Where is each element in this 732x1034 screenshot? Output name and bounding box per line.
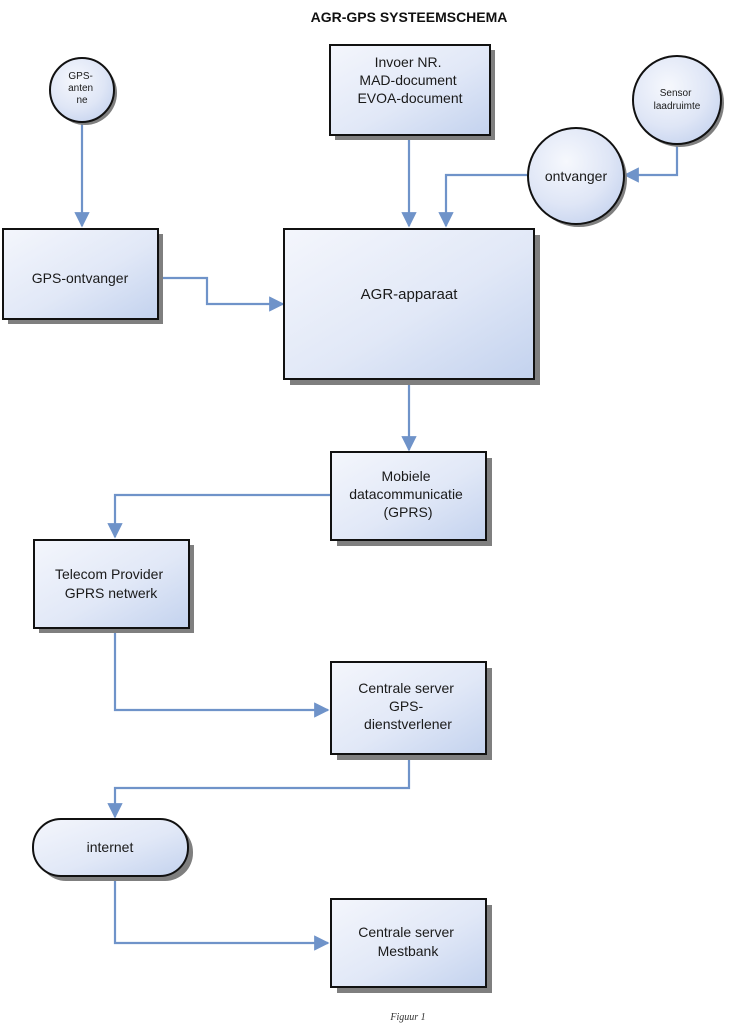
diagram-title: AGR-GPS SYSTEEMSCHEMA [311,9,508,25]
connector-ontvanger-to-agr [438,173,527,228]
gps-antenne-label-3: ne [76,95,88,106]
invoer-label-2: MAD-document [359,72,456,88]
connector-telecom-to-centrale-gps [113,630,330,718]
connector-internet-to-mestbank [113,880,330,951]
connectors [74,123,679,951]
svg-text:Mobiele datacommunicatie: Mobiele datacommunicatie (GPRS) [349,468,467,520]
telecom-label-2: GPRS netwerk [65,585,159,601]
connector-sensor-to-ontvanger [623,136,679,183]
gps-ontvanger-label: GPS-ontvanger [32,270,129,286]
svg-text:GPS- anten ne: GPS- anten ne [68,71,96,106]
sensor-label-1: Sensor [660,88,692,99]
connector-gps-ontvanger-to-agr [162,276,285,312]
node-gps-antenne: GPS- anten ne [49,57,117,125]
internet-label: internet [87,839,134,855]
connector-centrale-gps-to-internet [107,758,411,819]
node-invoer: Invoer NR. MAD-document EVOA-document [329,44,495,140]
svg-text:Invoer NR. MAD-document: Invoer NR. MAD-document EVOA-document [357,54,462,106]
mobiele-label-1: Mobiele [382,468,431,484]
telecom-label-1: Telecom Provider [55,566,163,582]
centrale-gps-label-2: GPS- [389,698,424,714]
invoer-label-1: Invoer NR. [375,54,442,70]
invoer-label-3: EVOA-document [357,90,462,106]
svg-text:Centrale server Mestbank: Centrale server Mestbank [358,924,458,959]
gps-antenne-label-2: anten [68,83,93,94]
node-mobiele: Mobiele datacommunicatie (GPRS) [330,451,492,546]
connector-mobiele-to-telecom [107,493,330,539]
node-gps-ontvanger: GPS-ontvanger [2,228,163,324]
node-agr-apparaat: AGR-apparaat [283,228,540,385]
ontvanger-label: ontvanger [545,168,608,184]
node-sensor: Sensor laadruimte [632,55,724,147]
sensor-label-2: laadruimte [654,101,701,112]
node-ontvanger: ontvanger [527,127,627,227]
centrale-mestbank-label-2: Mestbank [378,943,440,959]
svg-text:Sensor laadruimte: Sensor laadruimte [654,88,701,112]
agr-apparaat-label: AGR-apparaat [361,286,459,303]
node-internet: internet [32,818,193,881]
mobiele-label-2: datacommunicatie [349,486,463,502]
gps-antenne-label-1: GPS- [68,71,92,82]
centrale-gps-label-3: dienstverlener [364,716,452,732]
node-centrale-gps: Centrale server GPS- dienstverlener [330,661,492,760]
svg-text:Centrale server GPS-: Centrale server GPS- dienstverlener [358,680,458,732]
node-centrale-mestbank: Centrale server Mestbank [330,898,492,993]
figure-caption: Figuur 1 [389,1012,425,1023]
node-telecom: Telecom Provider GPRS netwerk [33,539,194,633]
svg-text:Telecom Provider GPRS ne: Telecom Provider GPRS netwerk [55,566,167,601]
centrale-gps-label-1: Centrale server [358,680,454,696]
mobiele-label-3: (GPRS) [384,504,433,520]
centrale-mestbank-label-1: Centrale server [358,924,454,940]
